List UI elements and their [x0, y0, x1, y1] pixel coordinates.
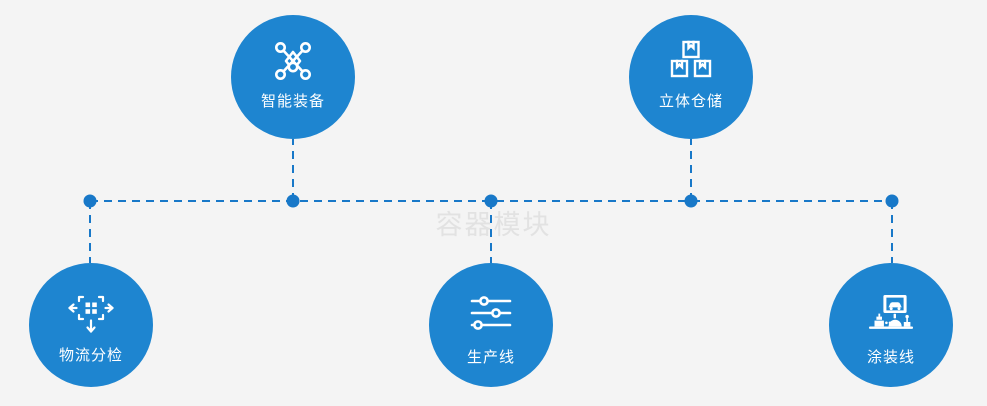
network-nodes-icon: [275, 42, 311, 80]
watermark-text: 容器模块: [435, 210, 552, 240]
node-label-coating-line: 涂装线: [866, 349, 915, 366]
node-label-production-line: 生产线: [466, 349, 515, 366]
stacked-boxes-icon: [670, 40, 712, 78]
sliders-icon: [470, 296, 512, 330]
node-label-logistics-sorting: 物流分检: [58, 347, 123, 364]
node-label-stereo-warehouse: 立体仓储: [658, 93, 723, 110]
paint-booth-icon: [869, 295, 913, 329]
node-production-line[interactable]: 生产线: [429, 263, 553, 387]
node-coating-line[interactable]: 涂装线: [829, 263, 953, 387]
node-label-smart-equipment: 智能装备: [260, 93, 325, 110]
node-logistics-sorting[interactable]: 物流分检: [29, 263, 153, 387]
node-stereo-warehouse[interactable]: 立体仓储: [629, 15, 753, 139]
sorting-arrows-icon: [68, 295, 114, 333]
node-smart-equipment[interactable]: 智能装备: [231, 15, 355, 139]
